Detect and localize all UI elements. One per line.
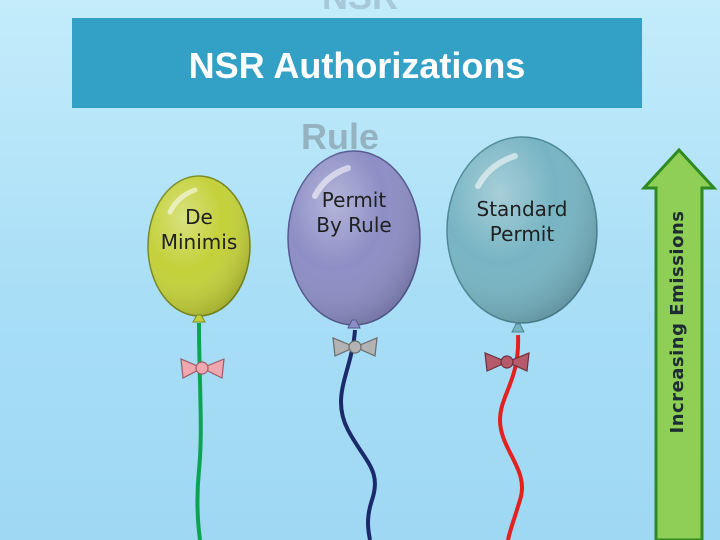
bow-icon	[180, 358, 225, 379]
balloon-label-standard-permit: Standard Permit	[476, 197, 568, 246]
balloon-knot	[192, 314, 206, 323]
balloon-label-permit-by-rule: Permit By Rule	[316, 188, 392, 237]
ghost-heading-rule: Rule	[300, 116, 379, 157]
balloon-knot	[511, 323, 525, 333]
bow-icon	[484, 352, 530, 372]
balloon-knot	[347, 319, 361, 329]
slide-title: NSR Authorizations	[188, 45, 526, 86]
bow-icon	[332, 337, 378, 357]
balloon-string	[339, 329, 377, 540]
balloon-string	[195, 322, 203, 540]
balloon-de-minimis	[147, 175, 251, 540]
ghost-heading-top: NSR	[0, 0, 720, 18]
title-bar: NSR Authorizations	[72, 18, 642, 108]
balloon-label-de-minimis: De Minimis	[160, 205, 238, 254]
up-arrow-icon	[640, 147, 718, 540]
arrow-label: Increasing Emissions	[667, 210, 688, 434]
balloon-permit-by-rule	[287, 150, 421, 540]
balloon-string	[497, 334, 524, 540]
balloon-standard-permit	[446, 136, 598, 540]
